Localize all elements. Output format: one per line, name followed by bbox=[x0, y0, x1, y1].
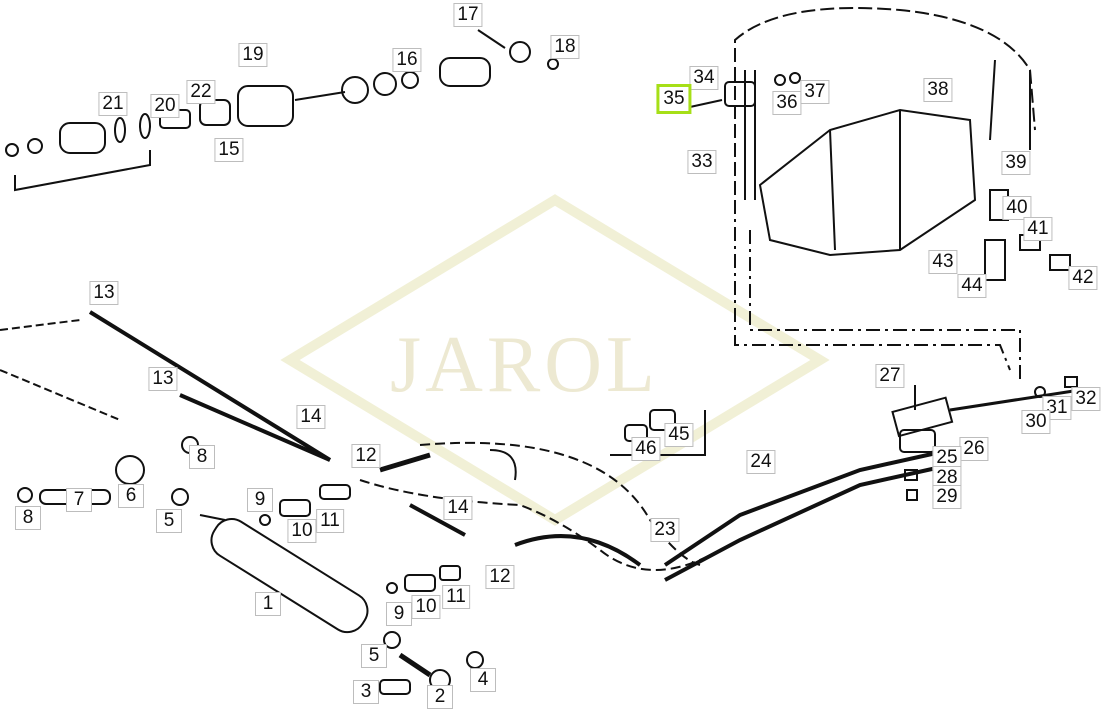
part-label-11[interactable]: 11 bbox=[442, 585, 470, 609]
part-label-8[interactable]: 8 bbox=[189, 445, 215, 469]
control-valve-block bbox=[689, 7, 1071, 380]
part-label-39[interactable]: 39 bbox=[1001, 151, 1031, 175]
part-label-5[interactable]: 5 bbox=[361, 644, 387, 668]
watermark-logo: JAROL bbox=[390, 321, 659, 409]
part-label-1[interactable]: 1 bbox=[255, 592, 281, 616]
part-label-12[interactable]: 12 bbox=[351, 444, 381, 468]
part-label-19[interactable]: 19 bbox=[238, 43, 268, 67]
part-label-9[interactable]: 9 bbox=[247, 488, 273, 512]
part-label-4[interactable]: 4 bbox=[470, 668, 496, 692]
part-label-20[interactable]: 20 bbox=[150, 94, 180, 118]
part-label-11[interactable]: 11 bbox=[316, 509, 344, 533]
part-label-14[interactable]: 14 bbox=[443, 496, 473, 520]
part-label-37[interactable]: 37 bbox=[800, 80, 830, 104]
part-label-10[interactable]: 10 bbox=[287, 519, 317, 543]
part-label-9[interactable]: 9 bbox=[386, 602, 412, 626]
part-label-16[interactable]: 16 bbox=[392, 48, 422, 72]
part-label-6[interactable]: 6 bbox=[118, 484, 144, 508]
part-label-41[interactable]: 41 bbox=[1023, 217, 1053, 241]
part-label-13[interactable]: 13 bbox=[148, 367, 178, 391]
part-label-33[interactable]: 33 bbox=[687, 150, 717, 174]
part-label-27[interactable]: 27 bbox=[875, 364, 905, 388]
part-label-42[interactable]: 42 bbox=[1068, 266, 1098, 290]
part-label-5[interactable]: 5 bbox=[156, 509, 182, 533]
part-label-8[interactable]: 8 bbox=[15, 506, 41, 530]
part-label-12[interactable]: 12 bbox=[485, 565, 515, 589]
part-label-7[interactable]: 7 bbox=[66, 488, 92, 512]
part-label-36[interactable]: 36 bbox=[772, 91, 802, 115]
part-label-29[interactable]: 29 bbox=[932, 485, 962, 509]
part-label-40[interactable]: 40 bbox=[1002, 196, 1032, 220]
part-label-18[interactable]: 18 bbox=[550, 35, 580, 59]
part-label-26[interactable]: 26 bbox=[959, 437, 989, 461]
part-label-44[interactable]: 44 bbox=[957, 274, 987, 298]
part-label-32[interactable]: 32 bbox=[1071, 387, 1101, 411]
part-label-17[interactable]: 17 bbox=[453, 3, 483, 27]
part-label-46[interactable]: 46 bbox=[631, 437, 661, 461]
part-label-43[interactable]: 43 bbox=[928, 250, 958, 274]
part-label-10[interactable]: 10 bbox=[411, 595, 441, 619]
part-label-3[interactable]: 3 bbox=[353, 680, 379, 704]
steering-shaft-parts bbox=[5, 29, 559, 192]
part-label-24[interactable]: 24 bbox=[746, 450, 776, 474]
part-label-35[interactable]: 35 bbox=[656, 84, 692, 114]
part-label-22[interactable]: 22 bbox=[186, 80, 216, 104]
part-label-15[interactable]: 15 bbox=[214, 138, 244, 162]
part-label-30[interactable]: 30 bbox=[1021, 410, 1051, 434]
hoses-and-cylinder bbox=[0, 310, 1081, 695]
part-label-14[interactable]: 14 bbox=[296, 405, 326, 429]
part-label-23[interactable]: 23 bbox=[650, 518, 680, 542]
part-label-45[interactable]: 45 bbox=[664, 423, 694, 447]
part-label-38[interactable]: 38 bbox=[923, 78, 953, 102]
part-label-34[interactable]: 34 bbox=[689, 66, 719, 90]
part-label-2[interactable]: 2 bbox=[427, 685, 453, 709]
part-label-21[interactable]: 21 bbox=[98, 92, 128, 116]
part-label-13[interactable]: 13 bbox=[89, 281, 119, 305]
